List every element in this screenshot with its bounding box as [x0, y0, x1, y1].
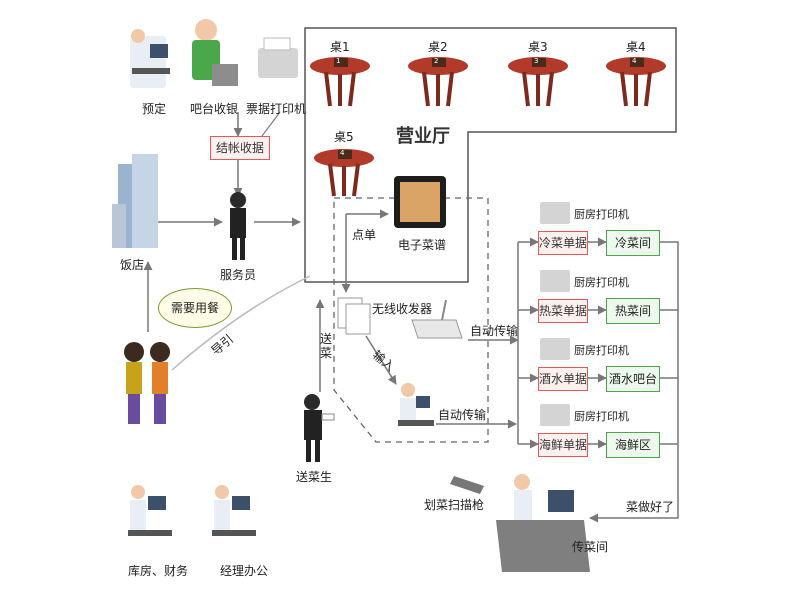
seafood-slip: 海鲜单据: [538, 433, 588, 457]
hall-outline: [304, 27, 677, 283]
return-path-done: [589, 241, 679, 523]
arrow-printer-to-checkout: [261, 111, 281, 137]
arrow-input: [365, 335, 397, 385]
kitchen-printer-2-icon: [540, 270, 570, 292]
manager-office-label: 经理办公: [220, 564, 269, 578]
table-2-plate: 2: [434, 57, 439, 65]
kitchen-printer-1-icon: [540, 202, 570, 224]
hot-dish-station: 热菜间: [606, 298, 660, 324]
kitchen-printer-2-label: 厨房打印机: [574, 276, 629, 289]
cold-dish-station: 冷菜间: [606, 230, 660, 256]
router-icon: [411, 299, 463, 339]
table-4-label: 桌4: [626, 40, 646, 54]
input-clerk-icon: [398, 383, 434, 426]
kitchen-printer-1-label: 厨房打印机: [574, 208, 629, 221]
waiter-icon: [230, 192, 246, 260]
dashed-order-loop: [333, 197, 489, 443]
serve-edge-label: 送菜: [320, 332, 333, 360]
table-1-label: 桌1: [330, 40, 350, 54]
table-4-plate: 4: [632, 57, 637, 65]
hot-dish-slip: 热菜单据: [538, 299, 588, 323]
food-server-label: 送菜生: [296, 470, 333, 484]
restaurant-label: 饭店: [120, 258, 145, 272]
table-5: [314, 149, 374, 197]
dish-ready-label: 菜做好了: [626, 500, 675, 514]
curve-guide: [171, 275, 311, 371]
waiter-label: 服务员: [220, 268, 257, 282]
cold-dish-slip: 冷菜单据: [538, 231, 588, 255]
table-2: [408, 57, 468, 107]
hall-title: 营业厅: [396, 126, 450, 147]
table-2-label: 桌2: [428, 40, 448, 54]
wireless-transceiver-label: 无线收发器: [372, 302, 433, 316]
table-1: [310, 57, 370, 107]
order-edge-label: 点单: [352, 228, 377, 242]
drinks-bar-station: 酒水吧台: [606, 366, 660, 392]
barcode-scanner-icon: [450, 476, 484, 494]
table-3: [508, 57, 568, 107]
table-3-label: 桌3: [528, 40, 548, 54]
table-3-plate: 3: [534, 57, 539, 65]
bill-printer-label: 票据打印机: [246, 102, 307, 116]
reservation-label: 预定: [142, 102, 167, 116]
kitchen-printer-4-label: 厨房打印机: [574, 410, 629, 423]
seafood-station: 海鲜区: [606, 432, 660, 458]
barcode-scanner-label: 划菜扫描枪: [424, 498, 485, 512]
warehouse-desk-icon: [128, 485, 172, 536]
warehouse-finance-label: 库房、财务: [128, 564, 189, 578]
auto-transfer-1-label: 自动传输: [470, 324, 519, 338]
e-menu-label: 电子菜谱: [398, 238, 447, 252]
bill-printer-icon: [258, 37, 298, 78]
dispatch-room-label: 传菜间: [572, 540, 609, 554]
bar-cashier-label: 吧台收银: [190, 102, 239, 116]
kitchen-printer-4-icon: [540, 404, 570, 426]
table-4: [606, 57, 666, 107]
kitchen-printer-3-icon: [540, 338, 570, 360]
table-5-plate: 4: [340, 149, 345, 157]
cashier-icon: [192, 19, 238, 86]
food-server-icon: [304, 394, 335, 462]
restaurant-building-icon: [112, 154, 158, 248]
drinks-slip: 酒水单据: [538, 367, 588, 391]
auto-transfer-2-label: 自动传输: [438, 408, 487, 422]
table-1-plate: 1: [336, 57, 341, 65]
dispatch-room-icon: [496, 474, 590, 572]
kitchen-printer-3-label: 厨房打印机: [574, 344, 629, 357]
table-5-label: 桌5: [334, 130, 354, 144]
need-meal-bubble: 需要用餐: [158, 288, 232, 328]
tablet-menu-icon: [394, 176, 446, 228]
order-slips-icon: [337, 297, 371, 335]
guests-icon: [124, 342, 170, 424]
checkout-receipt-box: 结帐收据: [210, 136, 270, 160]
reservation-desk-icon: [130, 29, 170, 88]
manager-desk-icon: [212, 485, 256, 536]
